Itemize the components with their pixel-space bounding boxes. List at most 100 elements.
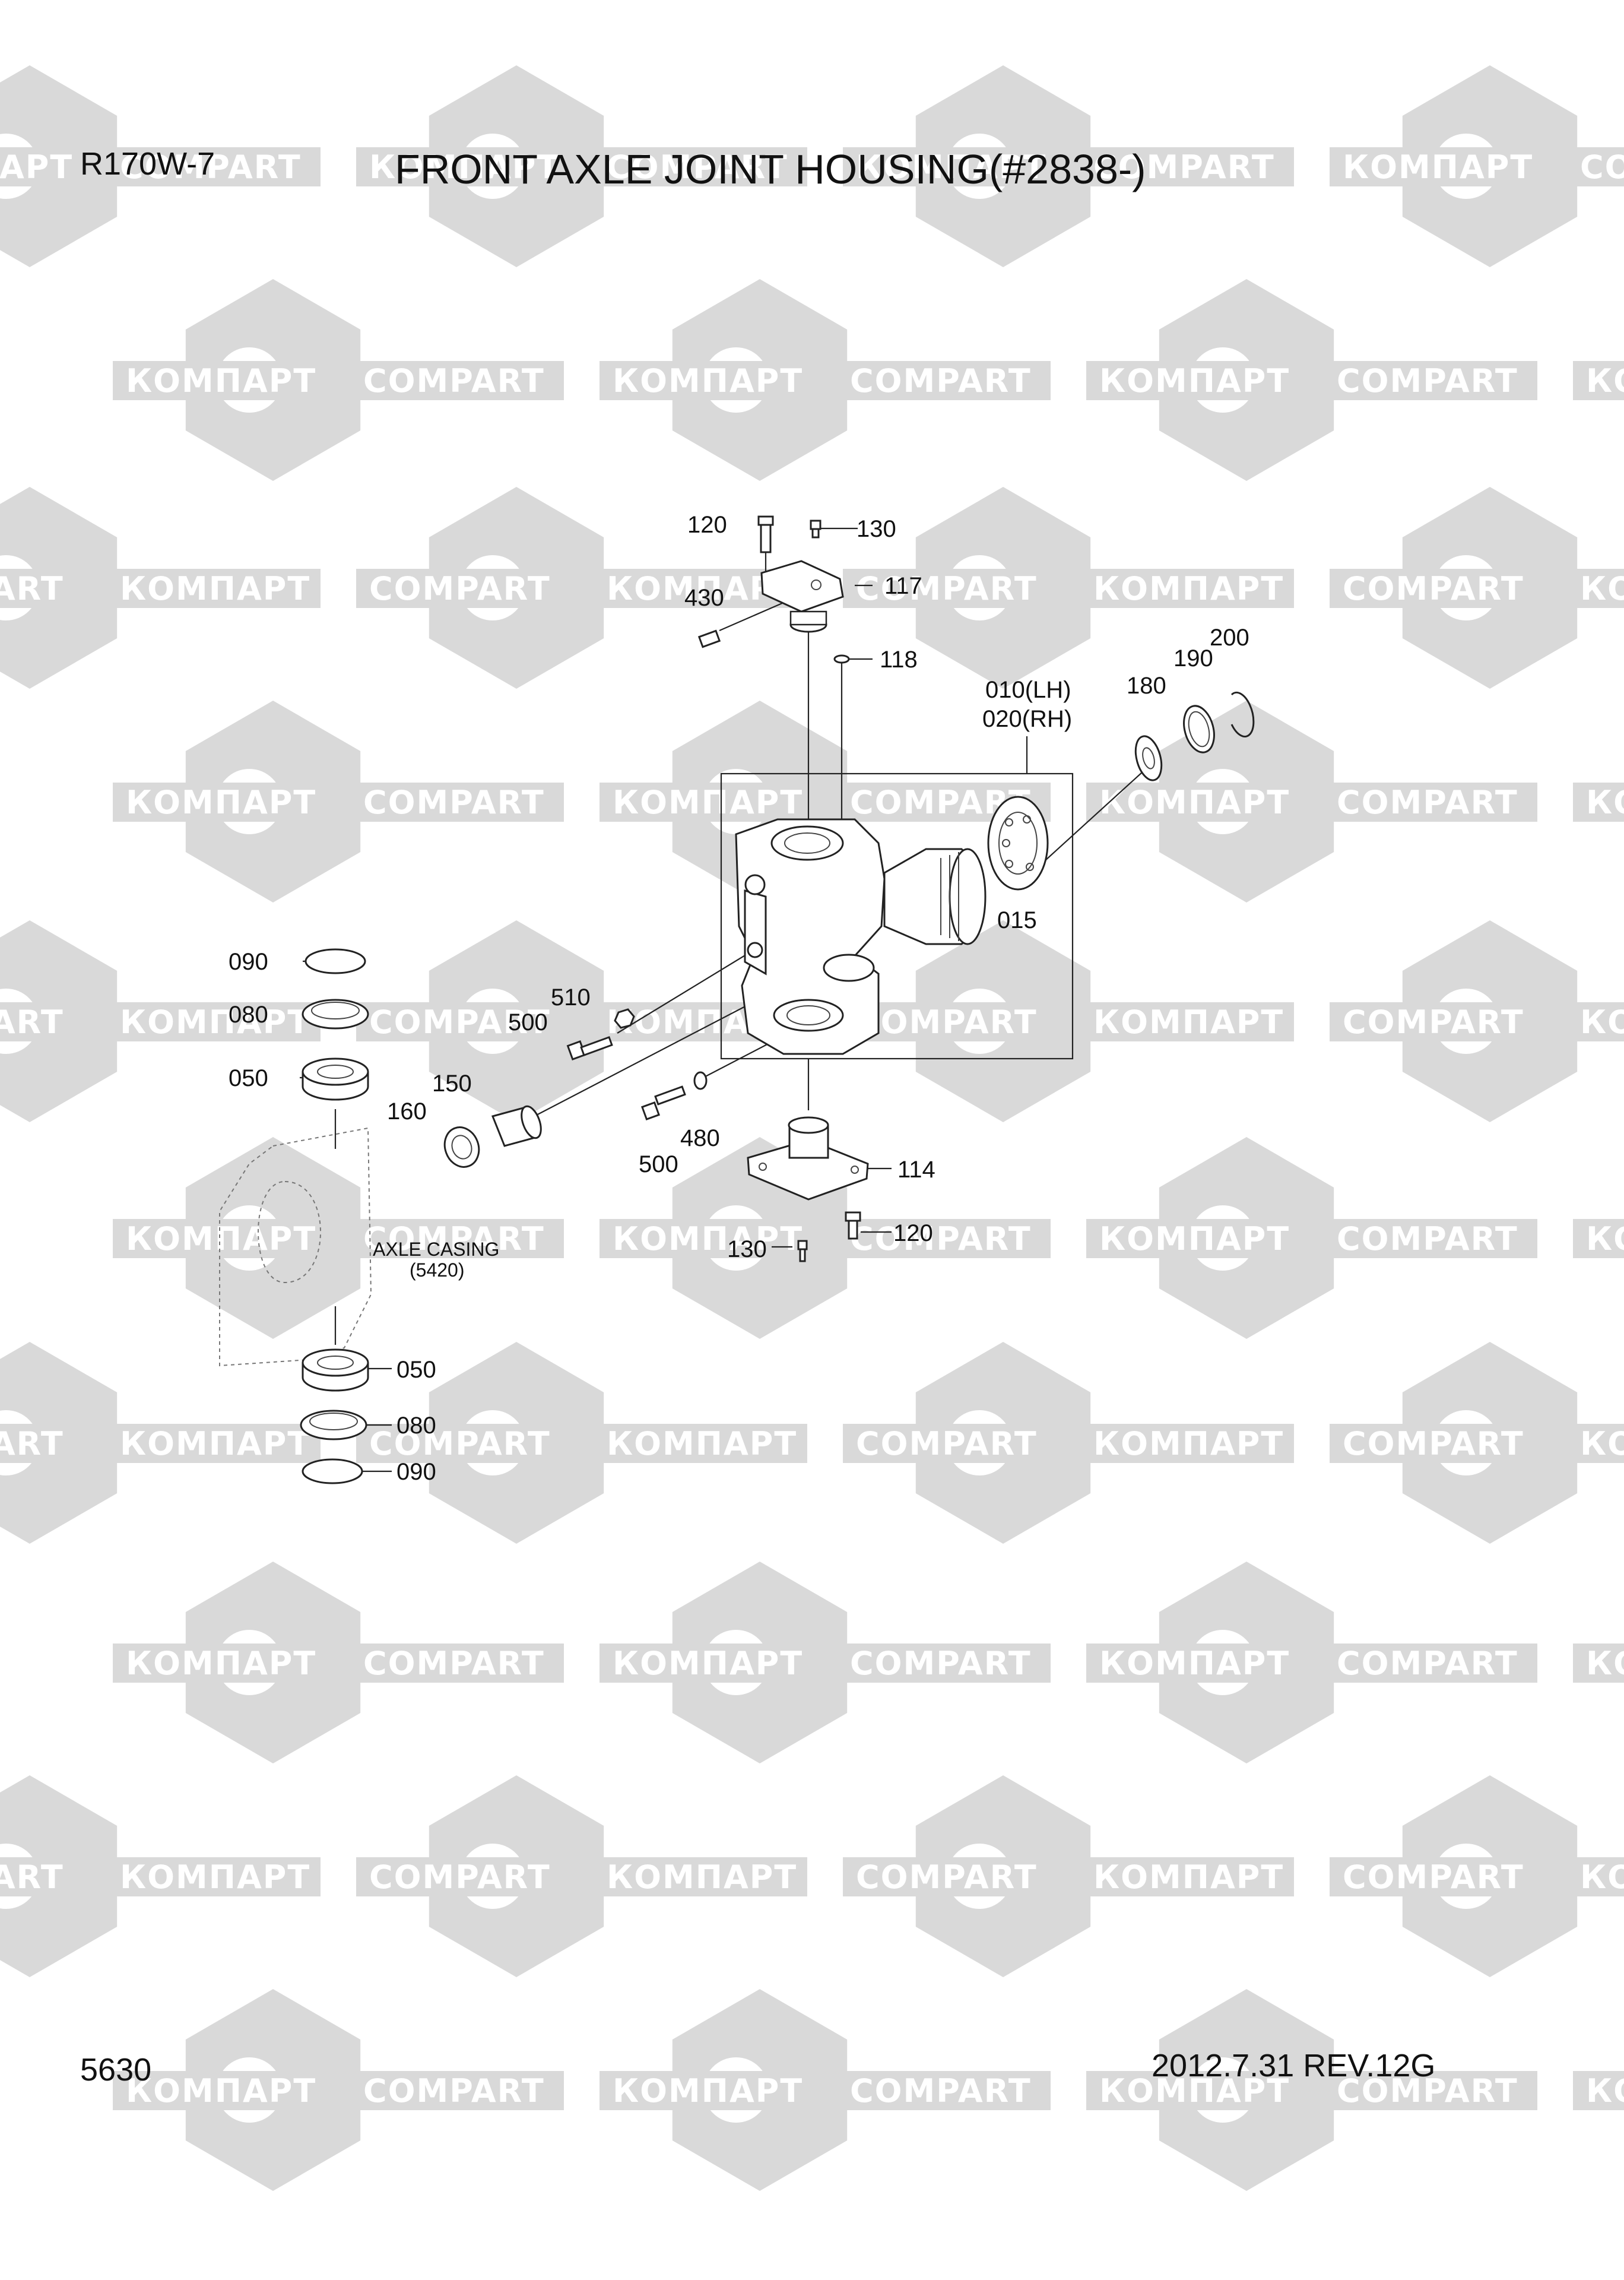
watermark-text: КОМПАРТ — [1586, 1645, 1624, 1682]
callout-120-top: 120 — [687, 512, 727, 538]
watermark-text: КОМПАРТ — [1099, 1220, 1290, 1258]
watermark-text: КОМПАРТ — [126, 1645, 316, 1682]
watermark-band — [113, 2071, 326, 2110]
watermark-band — [843, 569, 1057, 608]
middle-fasteners — [443, 1008, 708, 1168]
watermark-band — [1573, 2071, 1624, 2110]
watermark-band — [1567, 1857, 1624, 1896]
watermark-band — [843, 147, 1057, 186]
watermark-text: КОМПАРТ — [613, 1220, 803, 1258]
watermark-band — [600, 2071, 813, 2110]
watermark-band — [600, 1219, 813, 1258]
watermark-band — [1330, 1424, 1543, 1463]
watermark-text: COMPART — [1343, 1425, 1524, 1462]
watermark-band — [1573, 361, 1624, 400]
watermark-band — [113, 361, 326, 400]
watermark-band — [356, 1424, 570, 1463]
watermark-band — [350, 1219, 564, 1258]
watermark-text: КОМПАРТ — [369, 148, 560, 186]
watermark-band — [1573, 1219, 1624, 1258]
watermark-band — [107, 1424, 321, 1463]
watermark-text: COMPART — [850, 1220, 1032, 1258]
callout-130-top: 130 — [857, 516, 896, 542]
watermark-band — [1324, 2071, 1537, 2110]
revision-date: 2012.7.31 REV.12G — [1152, 2048, 1436, 2083]
watermark-band — [1573, 1644, 1624, 1683]
watermark-text: COMPART — [0, 1425, 64, 1462]
watermark-text: КОМПАРТ — [0, 148, 73, 186]
callout-150: 150 — [432, 1071, 472, 1097]
watermark-band — [1567, 569, 1624, 608]
watermark-text: КОМПАРТ — [1099, 362, 1290, 400]
watermark-text: COMPART — [850, 1645, 1032, 1682]
page-number: 5630 — [80, 2052, 152, 2088]
watermark-band — [1080, 147, 1294, 186]
watermark-text: COMPART — [850, 2072, 1032, 2110]
watermark-text: COMPART — [1337, 1645, 1518, 1682]
callout-190: 190 — [1173, 645, 1213, 672]
watermark-text: КОМПАРТ — [613, 784, 803, 821]
watermark-text: КОМПАРТ — [120, 570, 310, 607]
watermark-text: КОМПАРТ — [1099, 1645, 1290, 1682]
watermark-text: КОМПАРТ — [126, 784, 316, 821]
watermark-band — [600, 361, 813, 400]
watermark-text: КОМПАРТ — [126, 362, 316, 400]
watermark-text: КОМПАРТ — [1093, 1003, 1284, 1041]
callout-080-bottom: 080 — [397, 1413, 436, 1439]
watermark-text: COMPART — [856, 1858, 1038, 1896]
watermark-band — [0, 1002, 83, 1041]
watermark-band — [1330, 1002, 1543, 1041]
watermark-band — [113, 783, 326, 822]
watermark-text: COMPART — [363, 784, 545, 821]
bottom-cap-assembly — [747, 1116, 869, 1262]
watermark-band — [0, 1857, 83, 1896]
watermark-text: КОМПАРТ — [1093, 1858, 1284, 1896]
watermark-text: COMPART — [1580, 148, 1624, 186]
callout-180: 180 — [1127, 673, 1166, 699]
watermark-band — [1086, 783, 1300, 822]
watermark-band — [1567, 147, 1624, 186]
callout-010-lh: 010(LH) — [985, 677, 1071, 703]
watermark-band — [600, 1644, 813, 1683]
watermark-text: COMPART — [363, 1645, 545, 1682]
watermark-text: КОМПАРТ — [1580, 570, 1624, 607]
watermark-text: КОМПАРТ — [1580, 1858, 1624, 1896]
watermark-band — [1086, 1219, 1300, 1258]
watermark-text: КОМПАРТ — [607, 1425, 797, 1462]
watermark-text: COMPART — [363, 2072, 545, 2110]
callout-118: 118 — [880, 647, 918, 673]
callout-510: 510 — [551, 984, 591, 1011]
watermark-text: КОМПАРТ — [607, 1858, 797, 1896]
callout-020-rh: 020(RH) — [982, 706, 1072, 732]
watermark-band — [107, 569, 321, 608]
watermark-band — [600, 783, 813, 822]
watermark-band — [1080, 1857, 1294, 1896]
watermark-text: COMPART — [1337, 2072, 1518, 2110]
callout-080-top: 080 — [229, 1002, 268, 1028]
callout-480: 480 — [680, 1125, 720, 1151]
watermark-text: КОМПАРТ — [856, 148, 1046, 186]
watermark-band — [1573, 783, 1624, 822]
watermark-band — [837, 1644, 1051, 1683]
watermark-text: COMPART — [0, 1858, 64, 1896]
watermark-band — [356, 1002, 570, 1041]
watermark-text: КОМПАРТ — [1580, 1425, 1624, 1462]
watermark-band — [1324, 361, 1537, 400]
watermark-text: COMPART — [369, 1858, 551, 1896]
watermark-band — [837, 1219, 1051, 1258]
watermark-band — [1330, 1857, 1543, 1896]
watermark-text: КОМПАРТ — [613, 2072, 803, 2110]
callout-130-bottom: 130 — [727, 1236, 767, 1262]
watermark-band — [1330, 147, 1543, 186]
watermark-text: COMPART — [850, 362, 1032, 400]
watermark-band — [0, 147, 83, 186]
watermark-text: КОМПАРТ — [1093, 1425, 1284, 1462]
watermark-band — [113, 1644, 326, 1683]
callout-117: 117 — [884, 573, 922, 599]
watermark-band — [1080, 1002, 1294, 1041]
watermark-text: КОМПАРТ — [120, 1858, 310, 1896]
axle-casing-ref: (5420) — [410, 1259, 465, 1281]
watermark-band — [1567, 1424, 1624, 1463]
